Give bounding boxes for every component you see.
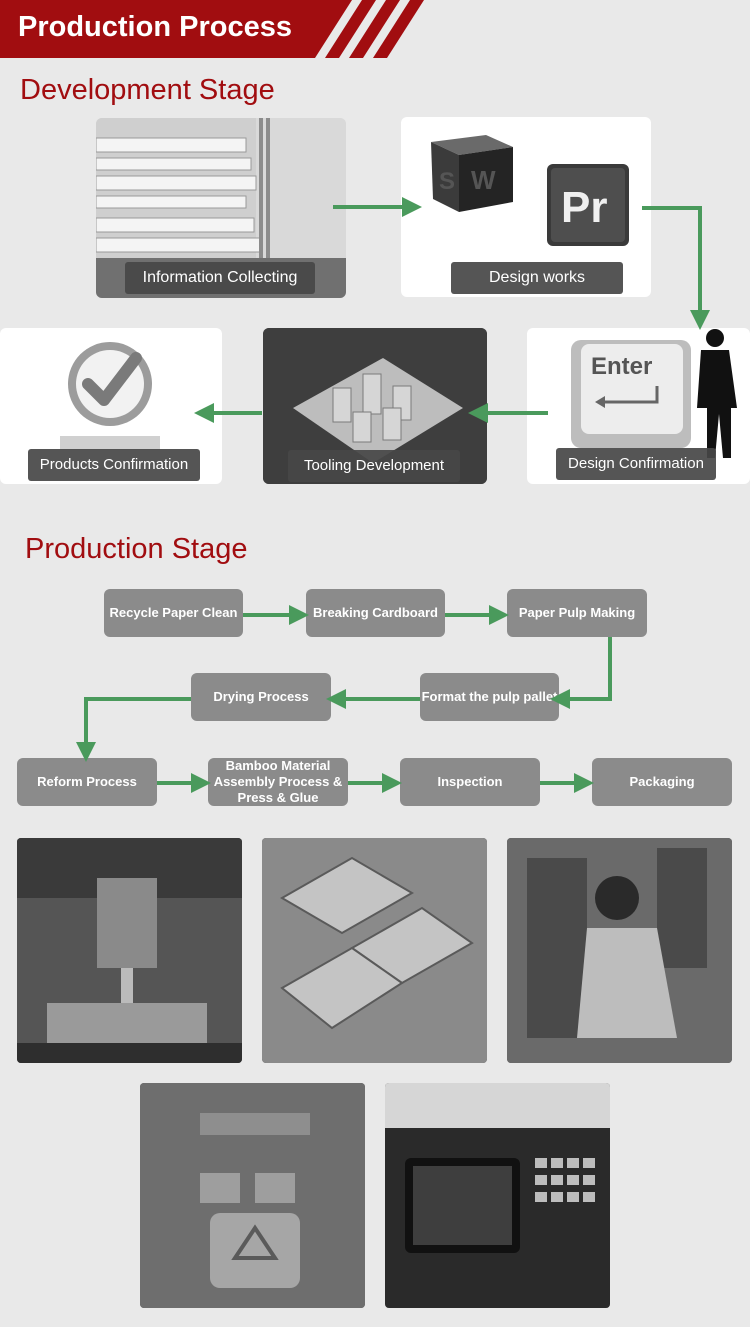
arrow-drying-to-reform bbox=[76, 697, 191, 762]
step-breaking-cardboard: Breaking Cardboard bbox=[306, 589, 445, 637]
page-title: Production Process bbox=[18, 11, 292, 43]
mold-closeup-photo bbox=[262, 838, 487, 1063]
svg-text:W: W bbox=[471, 165, 496, 195]
header-red-band: Production Process bbox=[0, 0, 430, 58]
step-format-pulp: Format the pulp pallet bbox=[420, 673, 559, 721]
step-drying: Drying Process bbox=[191, 673, 331, 721]
machine-operator-photo bbox=[507, 838, 732, 1063]
step-packaging: Packaging bbox=[592, 758, 732, 806]
svg-text:Enter: Enter bbox=[591, 353, 652, 380]
cnc-control-panel-photo bbox=[385, 1083, 610, 1308]
design-confirmation-card: Enter Design Confirmation bbox=[527, 328, 750, 484]
businessman-silhouette bbox=[697, 329, 737, 458]
production-stage-title: Production Stage bbox=[25, 533, 248, 565]
header-banner: Production Process bbox=[0, 0, 750, 58]
products-confirmation-card: Products Confirmation bbox=[0, 328, 222, 484]
tooling-development-label: Tooling Development bbox=[288, 450, 460, 482]
design-works-label: Design works bbox=[451, 262, 623, 294]
design-confirmation-label: Design Confirmation bbox=[556, 448, 716, 480]
step-recycle-paper: Recycle Paper Clean bbox=[104, 589, 243, 637]
step-paper-pulp: Paper Pulp Making bbox=[507, 589, 647, 637]
design-works-card: S W Pr Design works bbox=[401, 117, 651, 297]
premiere-pro-icon: Pr bbox=[547, 164, 629, 246]
products-confirmation-label: Products Confirmation bbox=[28, 449, 200, 481]
arrow-pulp-to-format bbox=[550, 637, 612, 709]
checkmark-icon bbox=[60, 342, 160, 450]
step-bamboo: Bamboo Material Assembly Process & Press… bbox=[208, 758, 348, 806]
design-software-icons: S W Pr bbox=[431, 135, 629, 246]
svg-text:Pr: Pr bbox=[561, 183, 607, 232]
information-collecting-card: Information Collecting bbox=[96, 118, 346, 298]
development-stage-title: Development Stage bbox=[20, 74, 275, 106]
step-reform: Reform Process bbox=[17, 758, 157, 806]
information-collecting-label: Information Collecting bbox=[125, 262, 315, 294]
svg-text:S: S bbox=[439, 168, 455, 195]
enter-key-image: Enter bbox=[571, 329, 737, 458]
cnc-milling-photo bbox=[17, 838, 242, 1063]
tooling-development-card: Tooling Development bbox=[263, 328, 487, 484]
header-stripes bbox=[0, 0, 424, 58]
solidworks-cube-icon: S W bbox=[431, 135, 513, 212]
engraved-mold-photo bbox=[140, 1083, 365, 1308]
step-inspection: Inspection bbox=[400, 758, 540, 806]
